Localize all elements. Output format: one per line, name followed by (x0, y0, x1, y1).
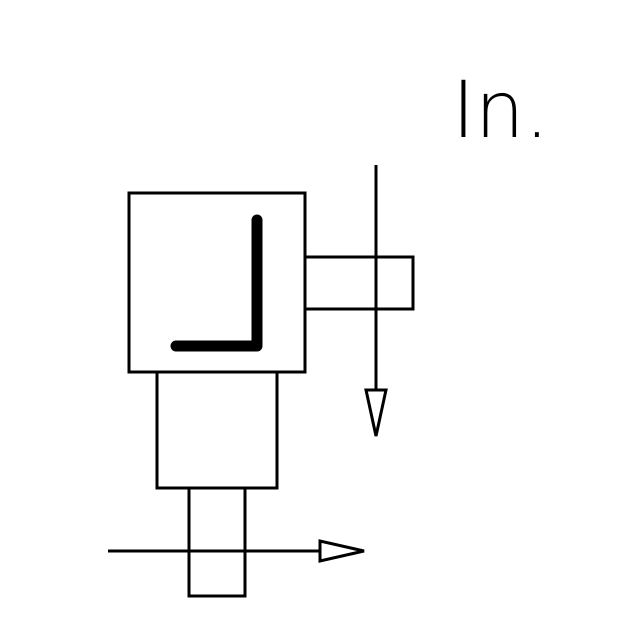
output-shaft (187, 486, 247, 598)
right-angle-gearbox-symbol (170, 214, 263, 352)
input-label: In. (452, 66, 549, 156)
input-shaft (303, 255, 415, 311)
arrow-right-icon (318, 539, 365, 563)
gearbox-flange (155, 370, 279, 490)
arrow-down-icon (364, 388, 388, 437)
